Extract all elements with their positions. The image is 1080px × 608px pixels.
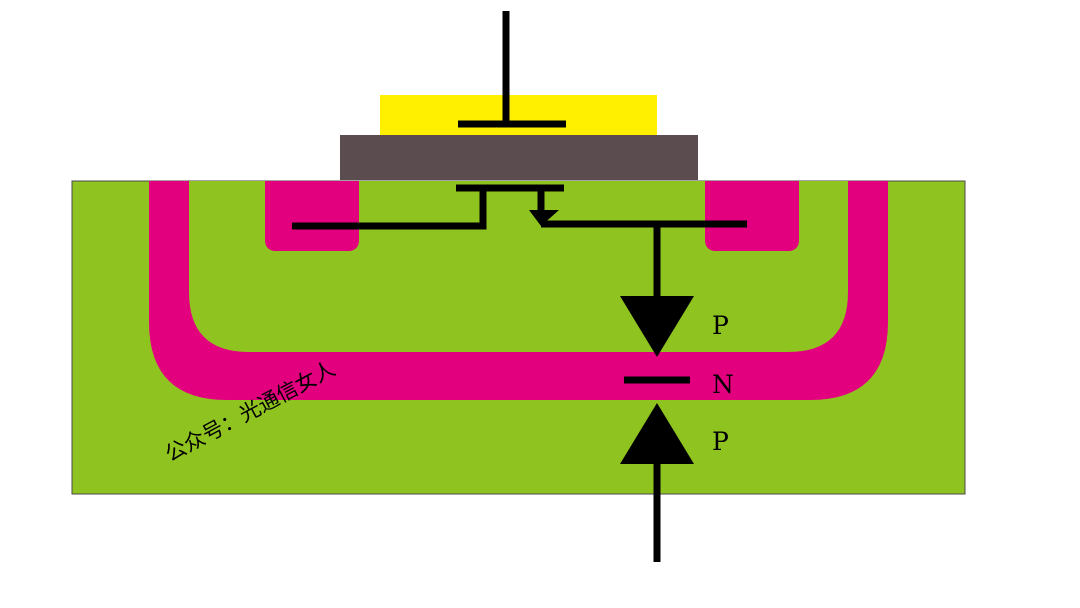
- gate-oxide: [340, 135, 698, 180]
- drain-connection-wire: [537, 190, 747, 228]
- source-connection-wire: [292, 190, 487, 230]
- drain-diffusion-top: [705, 181, 799, 201]
- n-label: N: [712, 370, 734, 399]
- channel-arrow-icon: [529, 210, 559, 226]
- gate-metal: [380, 95, 657, 135]
- upper-diode-triangle-icon: [620, 296, 694, 357]
- lower-diode-triangle-icon: [620, 403, 694, 464]
- source-diffusion-top: [265, 181, 359, 201]
- lower-p-label: P: [712, 427, 729, 456]
- upper-p-label: P: [712, 311, 729, 340]
